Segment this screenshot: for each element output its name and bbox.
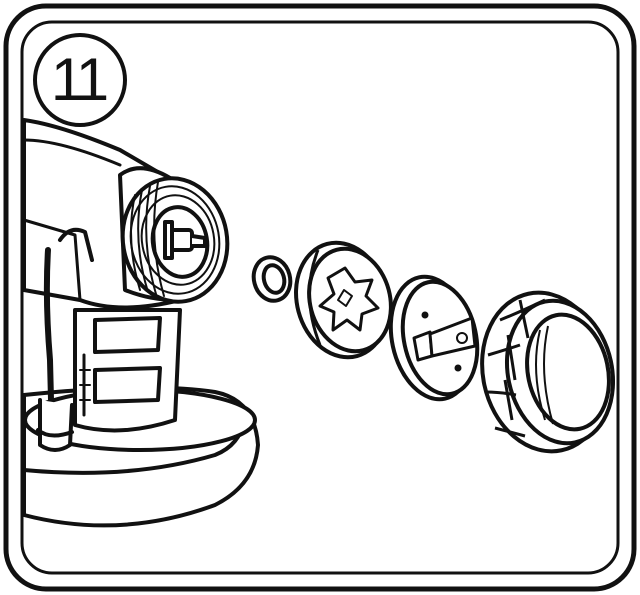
step-badge-circle: [33, 33, 127, 127]
spray-gun-body: [22, 118, 260, 528]
inner-frame: [20, 20, 620, 575]
air-cap: [388, 274, 480, 402]
outer-frame: [3, 3, 637, 592]
spray-nozzle-insert: [294, 240, 393, 360]
front-retaining-nut: [480, 290, 616, 454]
step-badge: [33, 33, 127, 127]
step-number: 11: [50, 46, 109, 113]
small-o-ring: [251, 255, 293, 303]
